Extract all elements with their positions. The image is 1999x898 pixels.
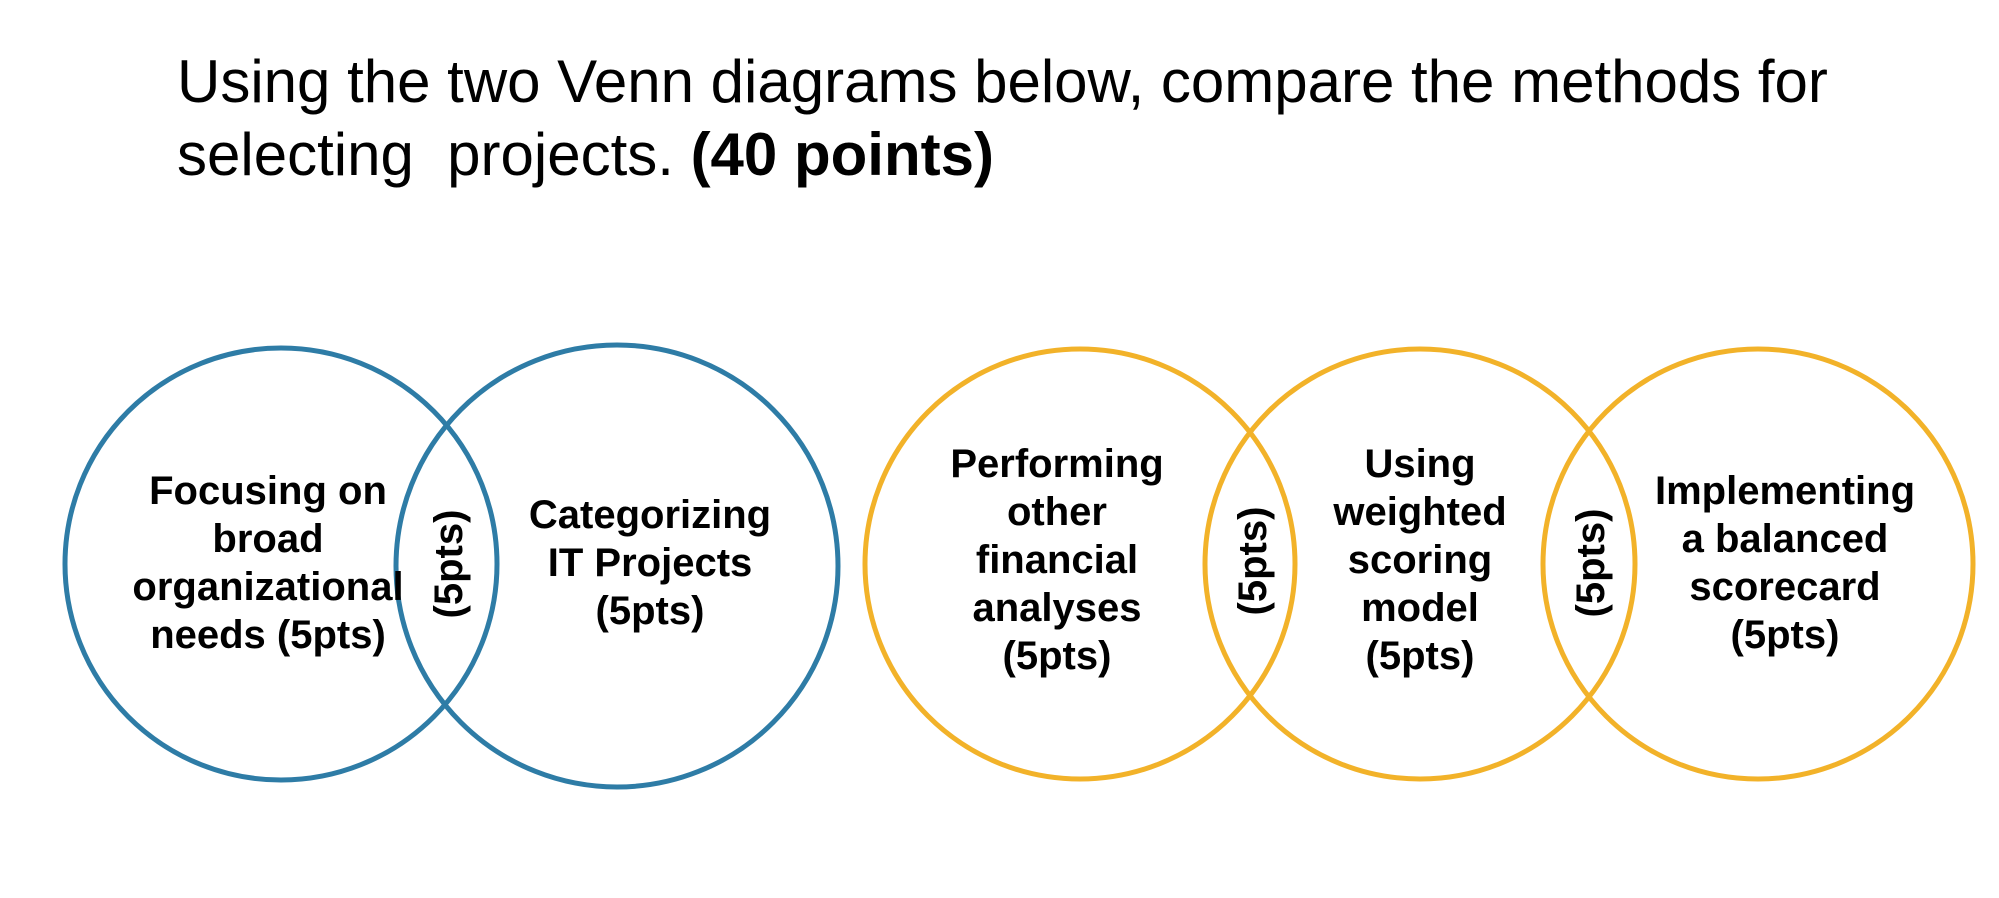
venn2-overlap-right-label: (5pts): [1569, 508, 1613, 618]
question-title-line2: selecting projects. (40 points): [177, 118, 1828, 191]
venn2-circle-middle: [1202, 346, 1638, 782]
venn2-overlap-left-label: (5pts): [1231, 506, 1275, 616]
question-title: Using the two Venn diagrams below, compa…: [177, 45, 1828, 191]
venn2-left-circle-label: Performing other financial analyses (5pt…: [950, 442, 1164, 678]
question-title-line2-text: selecting projects.: [177, 121, 691, 188]
venn1-circle-left: [62, 345, 500, 783]
venn1-right-circle-label: Categorizing IT Projects (5pts): [528, 493, 772, 633]
venn2-middle-circle-label: Using weighted scoring model (5pts): [1333, 442, 1507, 678]
question-points-label: (40 points): [690, 121, 994, 188]
venn2-right-circle-label: Implementing a balanced scorecard (5pts): [1654, 469, 1916, 657]
venn2-circle-left: [862, 346, 1298, 782]
venn2-circle-right: [1540, 346, 1976, 782]
venn1-overlap-label: (5pts): [427, 509, 471, 619]
venn1-circle-right: [393, 342, 841, 790]
question-title-line1: Using the two Venn diagrams below, compa…: [177, 48, 1828, 115]
venn1-left-circle-label: Focusing on broad organizational needs (…: [132, 469, 404, 657]
